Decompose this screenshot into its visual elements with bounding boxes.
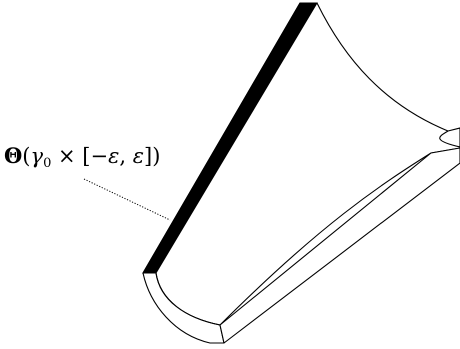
- minus-epsilon: −ε: [90, 144, 120, 168]
- gamma-subscript: 0: [43, 156, 52, 171]
- gamma-symbol: γ: [30, 144, 44, 168]
- close-brackets: ]): [144, 144, 161, 168]
- theta-symbol: Θ: [4, 143, 23, 168]
- surface-right-edge: [447, 127, 460, 147]
- comma: ,: [119, 144, 133, 168]
- times-bracket: × [: [51, 144, 91, 168]
- theta-label: Θ(γ0 × [−ε, ε]): [4, 143, 161, 170]
- leader-line: [83, 178, 171, 221]
- epsilon: ε: [132, 144, 144, 168]
- open-paren: (: [22, 144, 31, 168]
- bottom-long-face: [219, 147, 460, 344]
- slab-inner-edge: [155, 272, 221, 326]
